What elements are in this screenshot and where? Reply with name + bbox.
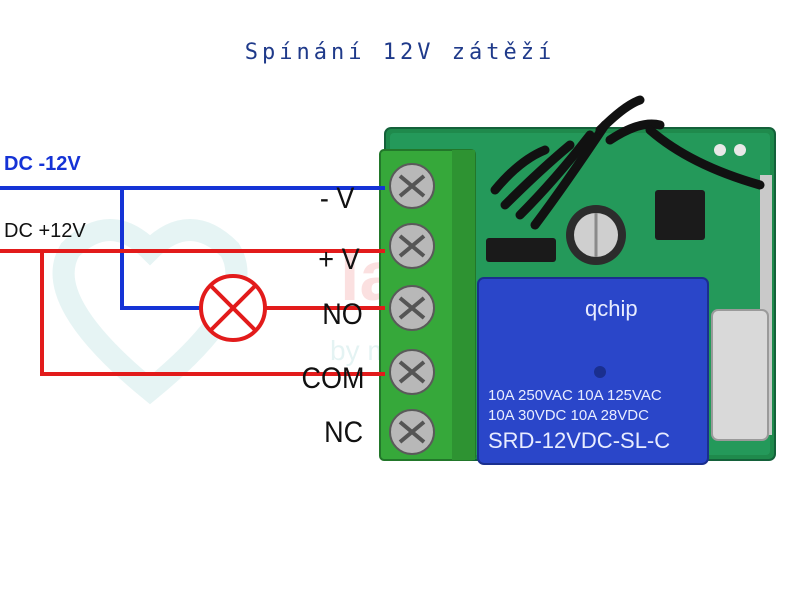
positive-wire: [0, 249, 385, 376]
dc-positive-label: DC +12V: [4, 220, 86, 242]
terminal-label-com: COM: [301, 362, 365, 395]
screw-terminal: [389, 409, 435, 455]
crystal-oscillator: [711, 309, 769, 441]
relay-rating-line1: 10A 250VAC 10A 125VAC: [488, 387, 662, 404]
dc-negative-label: DC -12V: [4, 153, 81, 175]
negative-wire: [0, 186, 385, 310]
screw-terminal: [389, 349, 435, 395]
relay: qchip 10A 250VAC 10A 125VAC 10A 30VDC 10…: [477, 277, 709, 465]
terminal-block: [379, 149, 476, 461]
terminal-label-no: NO: [322, 298, 363, 331]
lamp-symbol: [199, 274, 267, 342]
screw-terminal: [389, 285, 435, 331]
relay-rating-line2: 10A 30VDC 10A 28VDC: [488, 407, 649, 424]
terminal-label-pos-v: + V: [318, 243, 360, 276]
screw-terminal: [389, 163, 435, 209]
antenna-coil: [490, 95, 765, 230]
relay-model: SRD-12VDC-SL-C: [488, 428, 670, 453]
relay-brand: qchip: [585, 296, 638, 321]
terminal-label-neg-v: - V: [319, 182, 355, 215]
ic-chip: [655, 190, 705, 240]
diagram-title: Spínání 12V zátěží: [244, 40, 556, 65]
terminal-label-nc: NC: [324, 416, 364, 449]
capacitor: [566, 205, 626, 265]
diode: [486, 238, 556, 262]
screw-terminal: [389, 223, 435, 269]
